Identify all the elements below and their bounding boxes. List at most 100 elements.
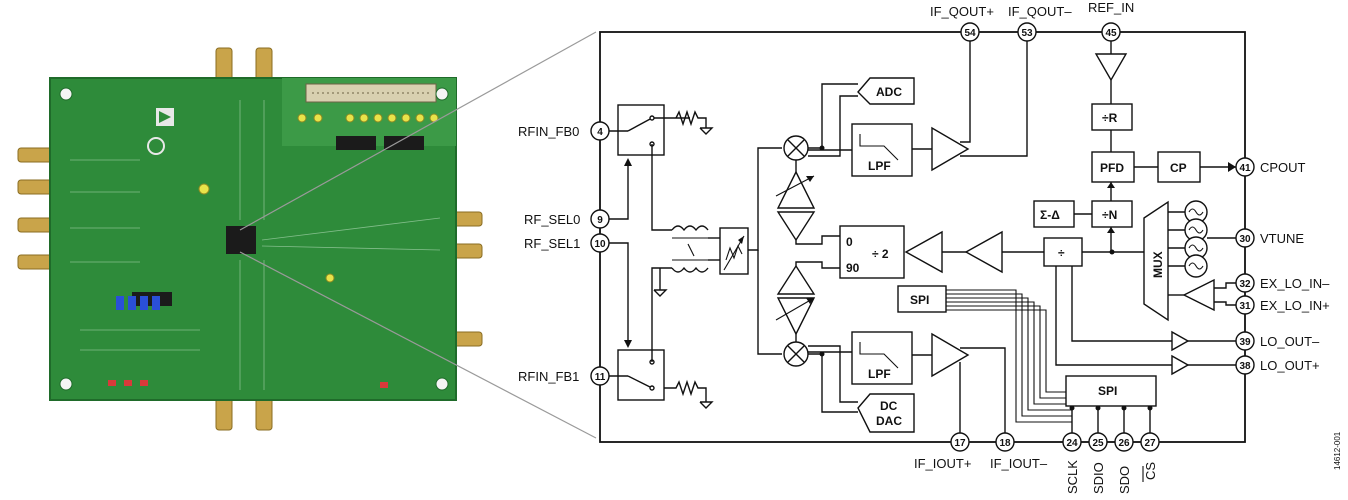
- svg-text:25: 25: [1092, 438, 1104, 449]
- pin-45: 45: [1101, 22, 1121, 42]
- pin-labels: IF_QOUT+ IF_QOUT– REF_IN RFIN_FB0 RF_SEL…: [518, 0, 1330, 494]
- dc-dac-block: DC DAC: [857, 393, 915, 433]
- label-sdio: SDIO: [1091, 462, 1106, 494]
- label-lo-out-plus: LO_OUT+: [1260, 358, 1320, 373]
- svg-text:10: 10: [594, 239, 606, 250]
- label-ex-lo-in-minus: EX_LO_IN–: [1260, 276, 1330, 291]
- figure-id: 14612-001: [1333, 431, 1342, 470]
- mixer-bottom: [783, 341, 809, 367]
- ext-lo-buffer: [1182, 278, 1215, 312]
- lpf-top: LPF: [851, 123, 913, 177]
- sma-connectors-top: [215, 47, 273, 85]
- ic-outline: [599, 31, 1246, 443]
- pin-54: 54: [960, 22, 980, 42]
- svg-text:45: 45: [1105, 28, 1117, 39]
- svg-text:MUX: MUX: [1151, 251, 1165, 278]
- pin-10: 10: [590, 233, 610, 253]
- rf-switch-top: [609, 104, 714, 156]
- svg-text:LPF: LPF: [868, 367, 891, 381]
- label-rf-sel1: RF_SEL1: [524, 236, 580, 251]
- label-if-qout-minus: IF_QOUT–: [1008, 4, 1072, 19]
- svg-text:0: 0: [846, 235, 853, 249]
- svg-text:PFD: PFD: [1100, 161, 1124, 175]
- pin-17: 17: [950, 432, 970, 452]
- adc-block: ADC: [857, 77, 915, 105]
- svg-text:4: 4: [597, 127, 603, 138]
- pin-30: 30: [1235, 228, 1255, 248]
- charge-pump: CP: [1157, 151, 1201, 183]
- svg-text:30: 30: [1239, 234, 1251, 245]
- svg-text:DAC: DAC: [876, 414, 902, 428]
- svg-text:÷ 2: ÷ 2: [872, 247, 889, 261]
- sma-connectors-bottom: [215, 391, 273, 431]
- svg-text:CP: CP: [1170, 161, 1187, 175]
- pin-39: 39: [1235, 331, 1255, 351]
- lo-mux: MUX: [1143, 200, 1169, 322]
- lpf-bottom: LPF: [851, 331, 913, 385]
- label-vtune: VTUNE: [1260, 231, 1304, 246]
- svg-text:32: 32: [1239, 279, 1251, 290]
- pin-38: 38: [1235, 355, 1255, 375]
- svg-text:31: 31: [1239, 301, 1251, 312]
- lo-amp-top: [775, 160, 840, 245]
- svg-text:26: 26: [1118, 438, 1130, 449]
- spi-inner: SPI: [897, 285, 947, 313]
- svg-text:39: 39: [1239, 337, 1251, 348]
- svg-text:24: 24: [1066, 438, 1078, 449]
- pfd-block: PFD: [1091, 151, 1135, 183]
- svg-text:DC: DC: [880, 399, 898, 413]
- label-rfin-fb1: RFIN_FB1: [518, 369, 579, 384]
- test-points: [198, 113, 439, 283]
- mixer-top: [783, 135, 809, 161]
- quadrature-divider: 0 90 ÷ 2: [839, 225, 905, 279]
- board-marker: [147, 137, 165, 155]
- label-rfin-fb0: RFIN_FB0: [518, 124, 579, 139]
- svg-text:54: 54: [964, 28, 976, 39]
- pin-26: 26: [1114, 432, 1134, 452]
- pin-53: 53: [1017, 22, 1037, 42]
- svg-text:11: 11: [595, 372, 606, 383]
- sigma-delta: Σ-Δ: [1033, 200, 1075, 228]
- svg-text:27: 27: [1144, 438, 1156, 449]
- evaluation-board-photo: [17, 47, 483, 431]
- spi-bus-lines: [946, 289, 1072, 423]
- label-sdo: SDO: [1117, 466, 1132, 494]
- svg-text:53: 53: [1021, 28, 1033, 39]
- label-lo-out-minus: LO_OUT–: [1260, 334, 1320, 349]
- pin-32: 32: [1235, 273, 1255, 293]
- label-cs: CS: [1143, 462, 1158, 480]
- svg-text:÷R: ÷R: [1102, 111, 1118, 125]
- label-sclk: SCLK: [1065, 460, 1080, 494]
- svg-text:38: 38: [1239, 361, 1251, 372]
- label-ex-lo-in-plus: EX_LO_IN+: [1260, 298, 1330, 313]
- ref-divider: ÷R: [1091, 103, 1133, 131]
- spi-main: SPI: [1065, 375, 1157, 407]
- pin-31: 31: [1235, 295, 1255, 315]
- svg-text:17: 17: [954, 438, 966, 449]
- svg-text:SPI: SPI: [1098, 384, 1117, 398]
- label-if-iout-minus: IF_IOUT–: [990, 456, 1048, 471]
- pin-27: 27: [1140, 432, 1160, 452]
- rf-switch-bottom: [609, 349, 714, 409]
- svg-text:Σ-Δ: Σ-Δ: [1040, 208, 1060, 222]
- pin-41: 41: [1235, 157, 1255, 177]
- zoom-lines: [239, 31, 597, 439]
- svg-text:ADC: ADC: [876, 85, 902, 99]
- label-if-iout-plus: IF_IOUT+: [914, 456, 971, 471]
- pins: 54 53 45 4 9 10 11 41 30 32 31 39 38 17 …: [590, 22, 1255, 452]
- main-ic-chip: [226, 226, 256, 254]
- pin-4: 4: [590, 121, 610, 141]
- label-rf-sel0: RF_SEL0: [524, 212, 580, 227]
- svg-text:÷: ÷: [1058, 246, 1065, 260]
- pin-24: 24: [1062, 432, 1082, 452]
- pin-18: 18: [995, 432, 1015, 452]
- lo-amp-bottom: [775, 261, 840, 342]
- input-attenuator: [708, 227, 749, 275]
- svg-text:90: 90: [846, 261, 860, 275]
- pin-9: 9: [590, 209, 610, 229]
- label-if-qout-plus: IF_QOUT+: [930, 4, 994, 19]
- pin-25: 25: [1088, 432, 1108, 452]
- svg-text:41: 41: [1239, 163, 1251, 174]
- svg-text:÷N: ÷N: [1102, 208, 1117, 222]
